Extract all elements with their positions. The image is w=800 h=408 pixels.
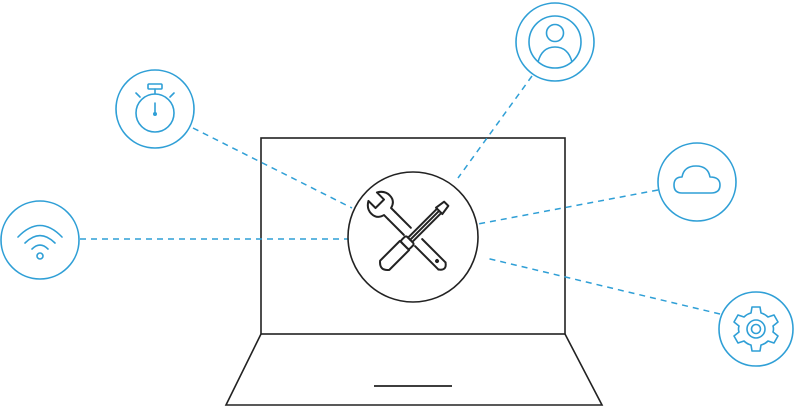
connector-user bbox=[457, 75, 533, 179]
user-node bbox=[515, 2, 595, 82]
laptop-icon bbox=[224, 137, 604, 406]
gear-icon bbox=[733, 306, 779, 352]
gear-node bbox=[718, 291, 794, 367]
cloud-node-circle bbox=[657, 142, 737, 222]
connector-timer bbox=[192, 127, 353, 209]
connector-settings bbox=[485, 257, 721, 315]
cloud-node bbox=[657, 142, 737, 222]
laptop-base bbox=[224, 333, 604, 406]
screwdriver-icon bbox=[379, 200, 450, 271]
wifi-icon bbox=[17, 224, 63, 260]
stopwatch-node bbox=[115, 69, 195, 149]
connectors bbox=[80, 75, 721, 315]
stopwatch-icon bbox=[135, 83, 175, 133]
gear-node-circle bbox=[718, 291, 794, 367]
wrench-icon bbox=[366, 190, 447, 271]
user-icon bbox=[528, 15, 582, 69]
cloud-icon bbox=[673, 165, 721, 194]
tools-node bbox=[347, 171, 479, 303]
wifi-node bbox=[0, 200, 80, 280]
connector-cloud bbox=[477, 189, 659, 225]
laptop-screen bbox=[260, 137, 566, 335]
wifi-node-circle bbox=[0, 200, 80, 280]
